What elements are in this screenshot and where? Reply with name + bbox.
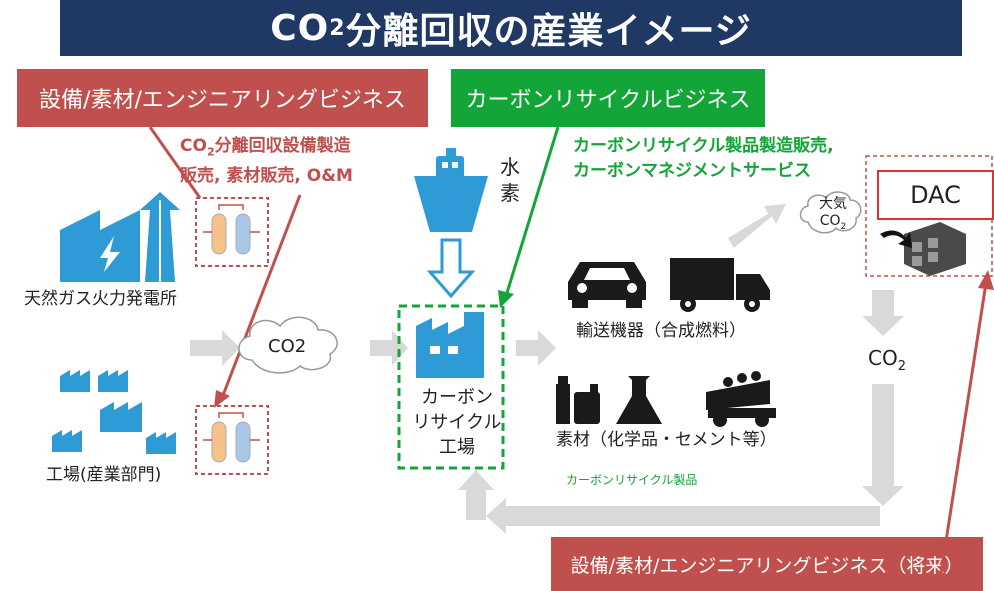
- capture-unit-icon-lower: [195, 405, 269, 475]
- hydrogen-line2: 素: [500, 181, 520, 205]
- arrow-to-products: [516, 330, 556, 366]
- co2-cloud: [238, 316, 338, 374]
- hydrogen-arrow: [426, 238, 476, 299]
- recycle-products-caption: カーボンリサイクル製品: [566, 473, 698, 487]
- arrow-return-up: [458, 470, 494, 520]
- co2-cloud-label: CO2: [268, 336, 307, 357]
- recycle-factory-line1: カーボン: [421, 387, 493, 408]
- atmosphere-line1: 大気: [819, 196, 847, 212]
- recycle-factory-line2: リサイクル: [412, 412, 502, 433]
- car-icon: [568, 262, 646, 308]
- captured-co2-label: CO2: [868, 346, 906, 374]
- capture-unit-icon-upper: [195, 197, 269, 267]
- title-rest: 分離回収の産業イメージ: [345, 11, 752, 52]
- carbon-recycle-business-box: カーボンリサイクルビジネス: [451, 69, 765, 127]
- recycle-factory-icon: [416, 312, 484, 378]
- materials-label: 素材（化学品・セメント等）: [556, 430, 777, 450]
- title-co: CO: [270, 7, 330, 49]
- arrow-to-factory: [370, 330, 408, 366]
- atmosphere-co: CO: [819, 213, 841, 229]
- arrow-to-co2-cloud: [190, 330, 240, 366]
- industrial-factories-icon: [52, 370, 176, 454]
- transport-equipment-label: 輸送機器（合成燃料）: [576, 321, 746, 341]
- truck-icon: [670, 258, 770, 312]
- ship-icon: [414, 148, 488, 232]
- green-annot-line2: カーボンマネジメントサービス: [573, 161, 811, 181]
- future-equipment-business-box: 設備/素材/エンジニアリングビジネス（将来）: [551, 537, 983, 591]
- dac-intake-arrow: [880, 230, 912, 248]
- cement-truck-icon: [706, 371, 776, 427]
- red-connector-lines: [148, 126, 994, 581]
- atmosphere-cloud: [799, 191, 862, 234]
- arrow-to-atmosphere: [728, 204, 786, 248]
- hydrogen-label: 水 素: [498, 154, 522, 206]
- flask-icon: [616, 376, 662, 424]
- green-connector-line: [498, 126, 560, 308]
- atmosphere-sub: 2: [840, 221, 847, 232]
- red-annot-co: CO: [180, 136, 207, 156]
- equipment-business-box: 設備/素材/エンジニアリングビジネス: [17, 69, 428, 127]
- chemical-containers-icon: [556, 376, 600, 424]
- recycle-factory-label: カーボン リサイクル 工場: [398, 385, 516, 460]
- red-annot-line2: 販売, 素材販売, O&M: [180, 166, 353, 187]
- red-annot-sub: 2: [206, 145, 215, 159]
- red-annot-line1: 分離回収設備製造: [214, 136, 351, 156]
- green-annot-line1: カーボンリサイクル製品製造販売,: [573, 136, 834, 156]
- power-plant-label: 天然ガス火力発電所: [24, 289, 177, 309]
- recycle-factory-box: [397, 304, 505, 470]
- dac-unit-icon: [904, 222, 966, 276]
- recycle-factory-line3: 工場: [439, 437, 475, 458]
- co2-right-sub: 2: [897, 359, 906, 374]
- dac-label: DAC: [877, 170, 994, 220]
- factory-source-label: 工場(産業部門): [46, 465, 162, 485]
- arrow-return-left: [486, 498, 880, 534]
- capture-equipment-annotation: CO2分離回収設備製造 販売, 素材販売, O&M: [180, 134, 353, 189]
- hydrogen-line1: 水: [500, 155, 520, 179]
- arrow-co2-down: [862, 384, 904, 506]
- atmosphere-label: 大気 CO2: [812, 196, 854, 236]
- co2-right-main: CO: [868, 346, 898, 370]
- recycle-products-annotation: カーボンリサイクル製品製造販売, カーボンマネジメントサービス: [573, 134, 834, 184]
- power-plant-icon: [60, 192, 180, 282]
- title-sub: 2: [329, 15, 346, 41]
- arrow-dac-down: [862, 290, 904, 336]
